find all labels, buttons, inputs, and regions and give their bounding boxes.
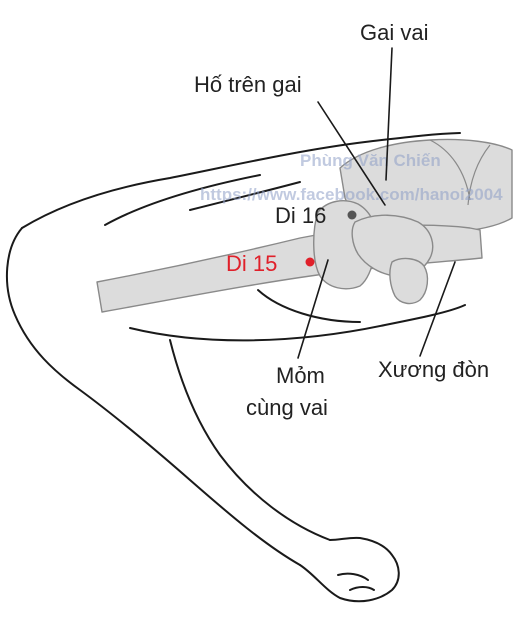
label-mom-line2: cùng vai: [246, 395, 328, 420]
coracoid: [390, 259, 428, 304]
label-gai-vai: Gai vai: [360, 20, 428, 45]
watermark-line2: https://www.facebook.com/hanoi2004: [200, 185, 503, 204]
point-di16: [348, 211, 357, 220]
watermark-line1: Phùng Văn Chiến: [300, 151, 441, 170]
label-xuong-don: Xương đòn: [378, 357, 489, 382]
label-di15: Di 15: [226, 251, 277, 276]
label-di16: Di 16: [275, 203, 326, 228]
point-di15: [306, 258, 315, 267]
label-mom-line1: Mỏm: [276, 363, 325, 388]
label-ho-tren-gai: Hố trên gai: [194, 72, 302, 97]
